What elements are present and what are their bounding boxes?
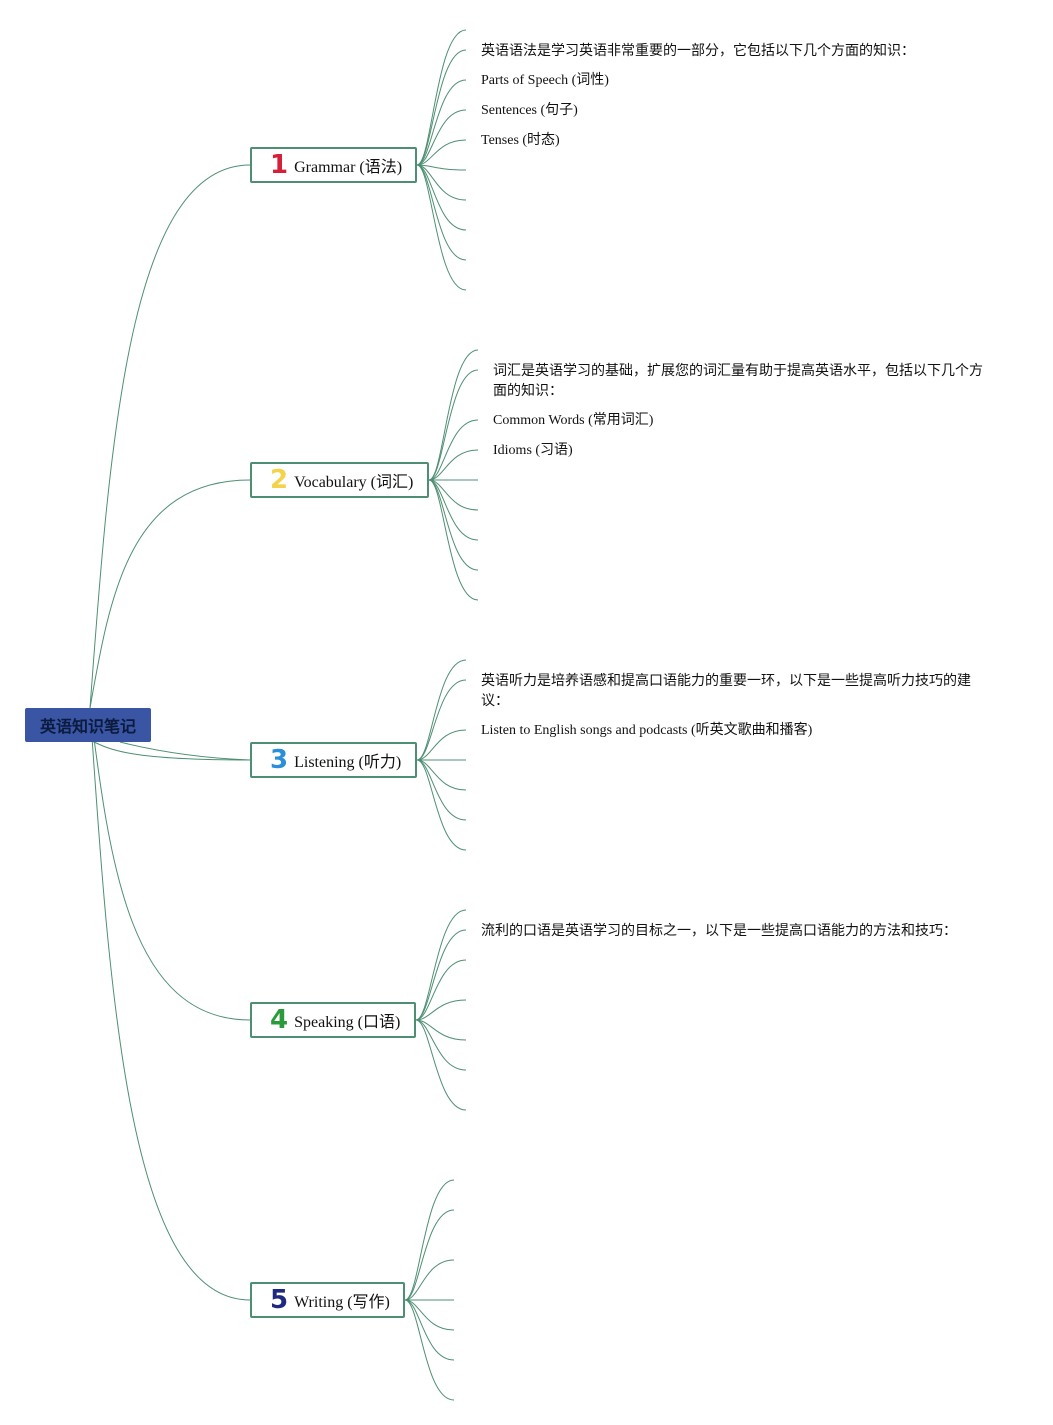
connector-line: [428, 369, 479, 481]
branch-label: Writing (写作): [294, 1294, 390, 1311]
branch-node-writing[interactable]: 5 Writing (写作): [250, 1282, 405, 1318]
connector-line: [416, 679, 467, 761]
connector-line: [416, 729, 467, 761]
leaf-text[interactable]: 英语听力是培养语感和提高口语能力的重要一环，以下是一些提高听力技巧的建议：: [481, 673, 971, 709]
branch-node-speaking[interactable]: 4 Speaking (口语): [250, 1002, 416, 1038]
branch-number-icon: 5: [270, 1285, 289, 1315]
branch-number-icon: 3: [270, 745, 289, 775]
branch-number-icon: 2: [270, 465, 289, 495]
connector-line: [89, 479, 251, 709]
branch-label: Listening (听力): [294, 754, 402, 771]
connector-line: [416, 659, 467, 761]
connector-line: [416, 759, 467, 821]
connector-line: [415, 909, 467, 1021]
connector-line: [404, 1209, 455, 1301]
connector-line: [415, 929, 467, 1021]
branch-node-vocabulary[interactable]: 2 Vocabulary (词汇): [250, 462, 429, 498]
leaf-text[interactable]: Idioms (习语): [493, 443, 573, 458]
root-node[interactable]: 英语知识笔记: [25, 708, 151, 742]
connector-line: [415, 1019, 467, 1111]
leaf-text[interactable]: 流利的口语是英语学习的目标之一，以下是一些提高口语能力的方法和技巧：: [481, 923, 957, 939]
connector-line: [415, 1019, 467, 1071]
branch-label: Grammar (语法): [294, 159, 403, 176]
leaf-text[interactable]: Common Words (常用词汇): [493, 413, 654, 428]
connector-line: [89, 707, 251, 1021]
connector-line: [416, 79, 467, 166]
connector-line: [416, 164, 467, 291]
root-node-label: 英语知识笔记: [39, 717, 136, 736]
connector-line: [416, 29, 467, 166]
leaf-text[interactable]: Tenses (时态): [481, 133, 560, 148]
connector-line: [416, 109, 467, 166]
leaf-text[interactable]: 词汇是英语学习的基础，扩展您的词汇量有助于提高英语水平，包括以下几个方面的知识：: [493, 363, 983, 399]
connector-line: [89, 707, 251, 1301]
connector-line: [404, 1299, 455, 1361]
connector-line: [415, 1019, 467, 1041]
connector-line: [404, 1299, 455, 1401]
leaf-text[interactable]: Sentences (句子): [481, 103, 578, 118]
connector-line: [428, 349, 479, 481]
connector-line: [428, 479, 479, 601]
branch-number-icon: 4: [270, 1005, 289, 1035]
connector-line: [404, 1259, 455, 1301]
branch-label: Speaking (口语): [294, 1014, 401, 1031]
branch-node-grammar[interactable]: 1 Grammar (语法): [250, 147, 417, 183]
connector-line: [428, 449, 479, 481]
connector-line: [89, 739, 251, 761]
connector-line: [119, 741, 251, 761]
connector-line: [415, 999, 467, 1021]
connector-line: [416, 759, 467, 851]
connector-line: [428, 479, 479, 541]
connector-line: [404, 1179, 455, 1301]
connector-line: [428, 479, 479, 571]
connector-line: [416, 49, 467, 166]
connector-line: [416, 139, 467, 166]
leaf-text[interactable]: Listen to English songs and podcasts (听英…: [481, 723, 813, 738]
branch-number-icon: 1: [270, 150, 289, 180]
leaf-text[interactable]: Parts of Speech (词性): [481, 73, 609, 88]
connector-line: [428, 419, 479, 481]
leaf-text[interactable]: 英语语法是学习英语非常重要的一部分，它包括以下几个方面的知识：: [481, 43, 915, 59]
branch-node-listening[interactable]: 3 Listening (听力): [250, 742, 417, 778]
connector-line: [416, 164, 467, 261]
connector-line: [89, 164, 251, 709]
branch-label: Vocabulary (词汇): [294, 474, 414, 491]
connector-line: [415, 959, 467, 1021]
